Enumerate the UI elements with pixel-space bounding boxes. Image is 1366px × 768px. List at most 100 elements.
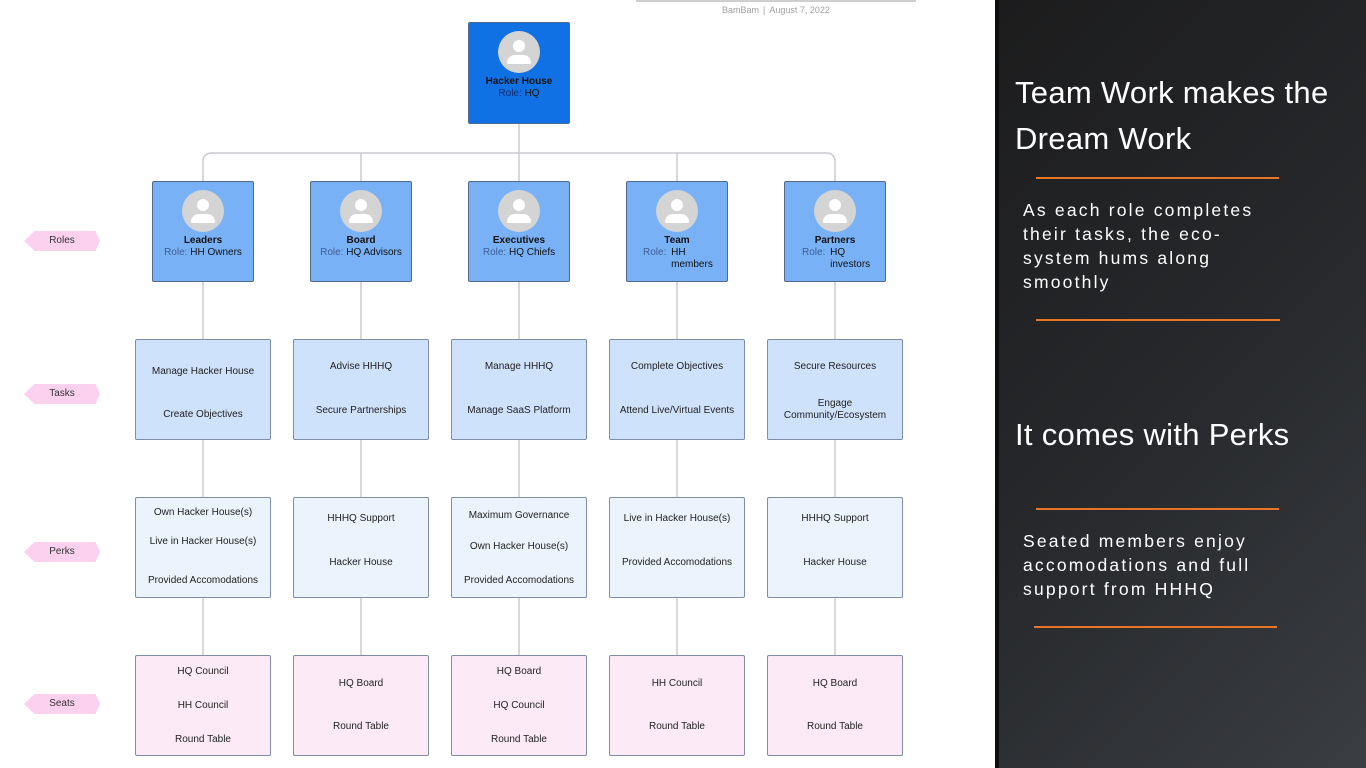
node-name: Hacker House	[485, 76, 553, 87]
seat-item: HQ Board	[812, 678, 858, 689]
seat-item: HQ Council	[493, 700, 545, 711]
perk-item: Provided Accomodations	[463, 575, 575, 586]
node-name: Executives	[492, 235, 546, 246]
paragraph-line: As each role completes	[1023, 200, 1254, 220]
node-name: Leaders	[183, 235, 223, 246]
task-item: Secure Partnerships	[315, 405, 407, 416]
seat-item: HQ Board	[496, 666, 542, 677]
tasks-leaders[interactable]: Manage Hacker House Create Objectives	[135, 339, 271, 440]
avatar-icon	[498, 31, 540, 73]
avatar-icon	[182, 190, 224, 232]
paragraph-line: Seated members enjoy	[1023, 531, 1247, 551]
tasks-board[interactable]: Advise HHHQ Secure Partnerships	[293, 339, 429, 440]
seat-item: Round Table	[649, 721, 705, 732]
seats-leaders[interactable]: HQ Council HH Council Round Table	[135, 655, 271, 756]
document-meta: BamBam|August 7, 2022	[636, 0, 916, 16]
avatar-icon	[498, 190, 540, 232]
tasks-partners[interactable]: Secure Resources Engage Community/Ecosys…	[767, 339, 903, 440]
task-item: Community/Ecosystem	[783, 410, 887, 421]
row-label-tasks: Tasks	[24, 384, 100, 404]
accent-divider	[1036, 177, 1279, 179]
row-label-roles: Roles	[24, 231, 100, 251]
seat-item: HQ Board	[338, 678, 384, 689]
task-item: Manage HHHQ	[484, 361, 554, 372]
perk-item: Maximum Governance	[468, 510, 570, 521]
perk-item: HHHQ Support	[327, 513, 395, 524]
role-key: Role:	[164, 247, 188, 258]
task-item: Manage Hacker House	[151, 366, 255, 377]
row-label-seats: Seats	[24, 694, 100, 714]
role-key: Role:	[802, 247, 826, 258]
perks-executives[interactable]: Maximum Governance Own Hacker House(s) P…	[451, 497, 587, 598]
task-item: Engage	[817, 398, 853, 409]
node-name: Partners	[814, 235, 856, 246]
node-team[interactable]: Team Role: HH members	[626, 181, 728, 282]
info-panel: Team Work makes the Dream Work As each r…	[995, 0, 1366, 768]
heading-line: Team Work makes the	[1015, 75, 1329, 110]
date-label: August 7, 2022	[769, 5, 830, 15]
perk-item: Own Hacker House(s)	[469, 541, 569, 552]
seats-team[interactable]: HH Council Round Table	[609, 655, 745, 756]
role-value: HQ Chiefs	[509, 247, 556, 258]
paragraph-perks: Seated members enjoy accomodations and f…	[1023, 529, 1313, 601]
accent-divider	[1036, 319, 1280, 321]
perks-team[interactable]: Live in Hacker House(s) Provided Accomod…	[609, 497, 745, 598]
tasks-executives[interactable]: Manage HHHQ Manage SaaS Platform	[451, 339, 587, 440]
perks-partners[interactable]: HHHQ Support Hacker House	[767, 497, 903, 598]
panel-edge	[995, 0, 999, 768]
seats-partners[interactable]: HQ Board Round Table	[767, 655, 903, 756]
perk-item: Provided Accomodations	[621, 557, 733, 568]
avatar-icon	[814, 190, 856, 232]
node-leaders[interactable]: Leaders Role: HH Owners	[152, 181, 254, 282]
tasks-team[interactable]: Complete Objectives Attend Live/Virtual …	[609, 339, 745, 440]
perk-item: Hacker House	[329, 557, 393, 568]
task-item: Secure Resources	[793, 361, 877, 372]
node-partners[interactable]: Partners Role: HQ investors	[784, 181, 886, 282]
heading-teamwork: Team Work makes the Dream Work	[1015, 70, 1329, 162]
node-executives[interactable]: Executives Role: HQ Chiefs	[468, 181, 570, 282]
seat-item: HH Council	[651, 678, 703, 689]
paragraph-line: system hums along	[1023, 248, 1212, 268]
perk-item: Hacker House	[803, 557, 867, 568]
task-item: Attend Live/Virtual Events	[619, 405, 735, 416]
task-item: Complete Objectives	[630, 361, 724, 372]
seat-item: Round Table	[175, 734, 231, 745]
role-value: HQ investors	[830, 247, 871, 270]
role-key: Role:	[498, 88, 522, 99]
accent-divider	[1036, 508, 1279, 510]
org-chart-canvas: BamBam|August 7, 2022 Hacker House Role:…	[24, 0, 916, 756]
perk-item: Live in Hacker House(s)	[149, 536, 257, 547]
role-value: HH Owners	[190, 247, 242, 258]
perk-item: Own Hacker House(s)	[153, 507, 253, 518]
node-hacker-house[interactable]: Hacker House Role: HQ	[468, 22, 570, 124]
role-value: HH members	[671, 247, 713, 270]
paragraph-line: smoothly	[1023, 272, 1111, 292]
role-key: Role:	[320, 247, 344, 258]
task-item: Create Objectives	[163, 409, 243, 420]
role-key: Role:	[482, 247, 507, 258]
node-role: Role: HQ Advisors	[311, 247, 411, 258]
heading-line: Dream Work	[1015, 121, 1192, 156]
node-name: Team	[664, 235, 690, 246]
row-label-perks: Perks	[24, 542, 100, 562]
node-role: Role: HQ Chiefs	[469, 247, 569, 258]
seats-board[interactable]: HQ Board Round Table	[293, 655, 429, 756]
seat-item: HH Council	[177, 700, 229, 711]
role-value: HQ	[524, 88, 540, 99]
node-board[interactable]: Board Role: HQ Advisors	[310, 181, 412, 282]
author-label: BamBam	[722, 5, 760, 15]
perk-item: HHHQ Support	[801, 513, 869, 524]
seats-executives[interactable]: HQ Board HQ Council Round Table	[451, 655, 587, 756]
node-role: Role: HQ investors	[785, 247, 885, 271]
task-item: Manage SaaS Platform	[467, 405, 571, 416]
node-role: Role: HH Owners	[153, 247, 253, 258]
role-key: Role:	[643, 247, 667, 258]
avatar-icon	[340, 190, 382, 232]
seat-item: Round Table	[807, 721, 863, 732]
paragraph-teamwork: As each role completes their tasks, the …	[1023, 198, 1313, 294]
perks-leaders[interactable]: Own Hacker House(s) Live in Hacker House…	[135, 497, 271, 598]
paragraph-line: accomodations and full	[1023, 555, 1251, 575]
perks-board[interactable]: HHHQ Support Hacker House	[293, 497, 429, 598]
seat-item: Round Table	[491, 734, 547, 745]
task-item: Advise HHHQ	[329, 361, 393, 372]
